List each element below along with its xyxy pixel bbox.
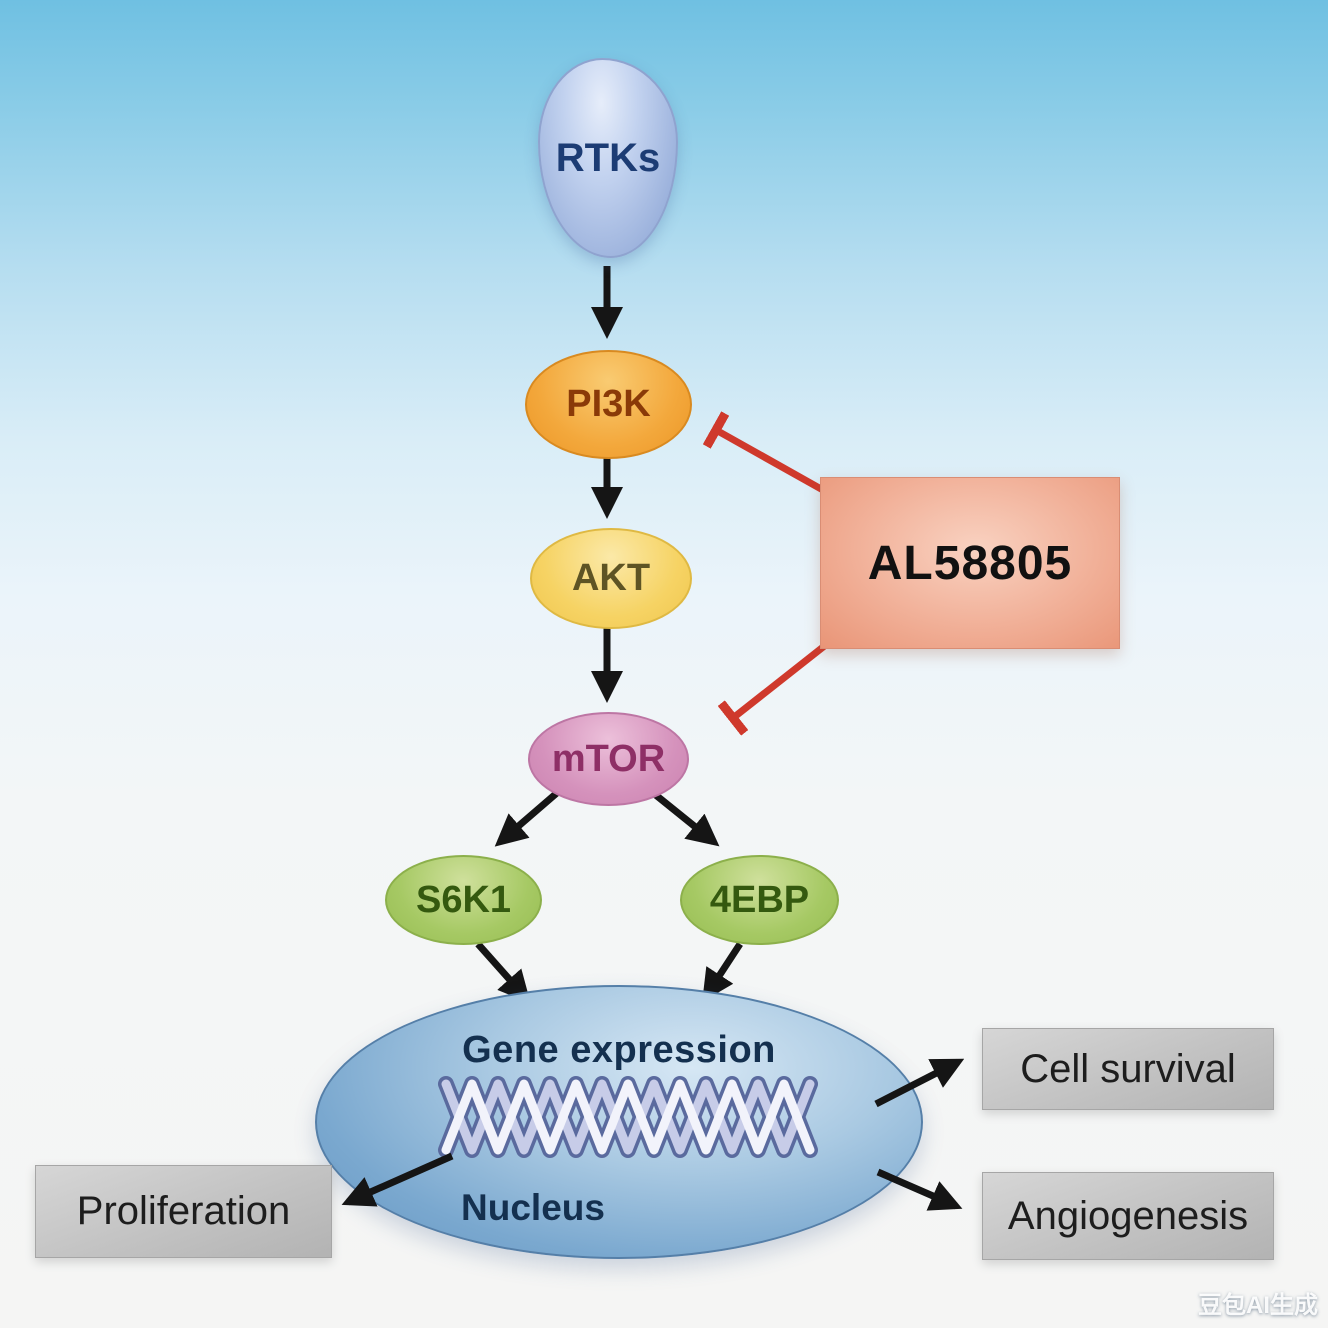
node-s6k1: S6K1 [385, 855, 542, 945]
output-angiogenesis: Angiogenesis [982, 1172, 1274, 1260]
node-4ebp: 4EBP [680, 855, 839, 945]
nucleus: Gene expression Nucleus [315, 985, 923, 1259]
dna-helix-icon [438, 1076, 818, 1158]
arrow-mtor-4ebp [649, 789, 720, 847]
inhibit-line-mtor [717, 637, 835, 736]
watermark: 豆包AI生成 [1198, 1292, 1318, 1319]
arrow-mtor-s6k1 [494, 789, 561, 847]
node-4ebp-label: 4EBP [709, 878, 810, 921]
node-rtks: RTKs [538, 58, 678, 258]
inhibit-line-pi3k [702, 411, 832, 498]
output-cell-survival: Cell survival [982, 1028, 1274, 1110]
nucleus-label: Nucleus [461, 1187, 605, 1228]
angiogenesis-label: Angiogenesis [1007, 1193, 1249, 1238]
node-akt-label: AKT [571, 557, 651, 599]
node-mtor-label: mTOR [551, 737, 666, 780]
inhibitor-box: AL58805 [820, 477, 1120, 649]
proliferation-label: Proliferation [76, 1189, 291, 1233]
node-s6k1-label: S6K1 [415, 878, 512, 921]
output-proliferation: Proliferation [35, 1165, 332, 1258]
node-akt: AKT [530, 528, 692, 629]
gene-expression-label: Gene expression [462, 1029, 776, 1071]
node-rtks-label: RTKs [555, 135, 661, 180]
cell-survival-label: Cell survival [1020, 1046, 1236, 1091]
node-mtor: mTOR [528, 712, 689, 806]
inhibitor-label: AL58805 [867, 536, 1073, 590]
node-pi3k-label: PI3K [566, 383, 651, 425]
node-pi3k: PI3K [525, 350, 692, 459]
